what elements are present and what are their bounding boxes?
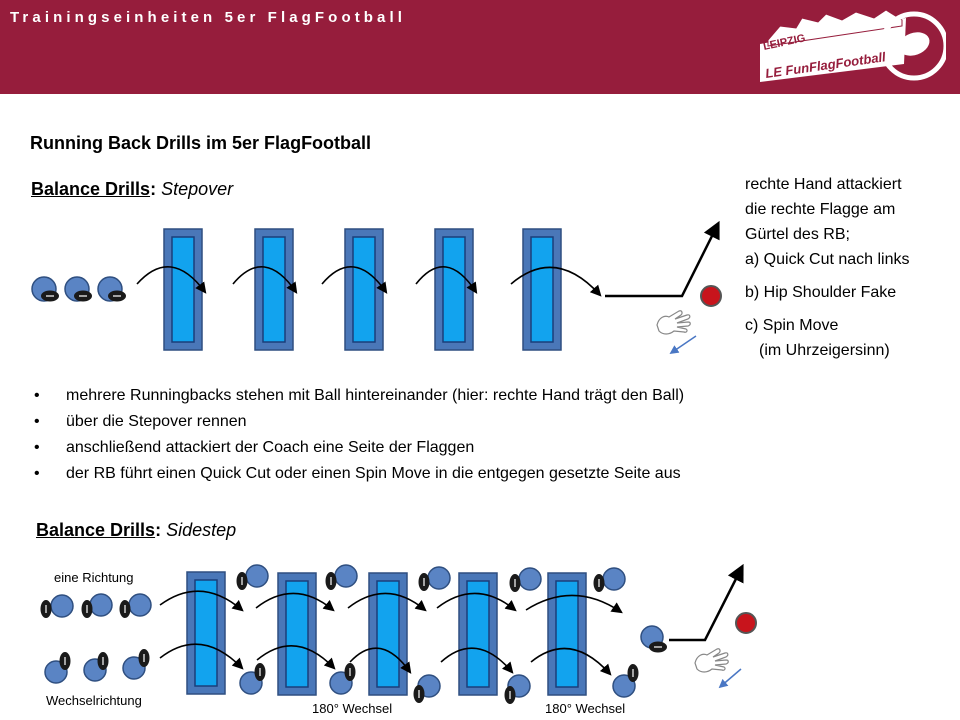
path-arrow (510, 266, 602, 297)
stepover-pad-inner (262, 236, 286, 343)
path-arrow (255, 592, 335, 612)
stepover-heading-colon: : (150, 179, 157, 199)
path-arrow (436, 592, 517, 612)
desc-line: rechte Hand attackiert (745, 176, 902, 193)
header-title: Trainingseinheiten 5er FlagFootball (10, 9, 407, 26)
slide-title: Running Back Drills im 5er FlagFootball (30, 133, 372, 153)
path-arrow (159, 590, 244, 612)
coach-flag-marker (700, 285, 722, 307)
stepover-pad-inner (171, 236, 195, 343)
player-marker (518, 567, 542, 591)
stepover-pad-inner (442, 236, 466, 343)
path-arrow (256, 645, 336, 670)
bullet-item: mehrere Runningbacks stehen mit Ball hin… (34, 383, 684, 409)
bullet-list: mehrere Runningbacks stehen mit Ball hin… (34, 383, 684, 487)
sidestep-heading-italic: Sidestep (166, 520, 237, 540)
path-arrow (321, 266, 388, 294)
coach-hand-icon (694, 648, 729, 673)
hand-motion-arrow (669, 335, 697, 355)
stepover-pad-inner (555, 580, 579, 688)
path-arrow (525, 594, 623, 614)
coach-hand-icon (656, 310, 691, 335)
stepover-pad-inner (285, 580, 309, 688)
path-arrow (415, 266, 478, 294)
player-marker (50, 594, 74, 618)
path-arrow (136, 266, 207, 294)
label-alternating: Wechselrichtung (46, 693, 142, 708)
path-arrow (347, 592, 427, 612)
cut-path-arrow (605, 220, 720, 298)
player-marker (128, 593, 152, 617)
player-marker (612, 674, 636, 698)
label-switch-1: 180° Wechsel (312, 701, 393, 716)
label-one-direction: eine Richtung (54, 570, 134, 585)
stepover-pad-inner (466, 580, 490, 688)
desc-line: Gürtel des RB; (745, 226, 850, 243)
sidestep-heading: Balance Drills: Sidestep (36, 520, 236, 541)
desc-line: a) Quick Cut nach links (745, 251, 910, 268)
bullet-item: anschließend attackiert der Coach eine S… (34, 435, 684, 461)
coach-flag-marker (735, 612, 757, 634)
path-arrow (349, 647, 412, 674)
stepover-heading-italic: Stepover (161, 179, 234, 199)
stepover-pad-inner (194, 579, 218, 687)
stepover-pad-inner (352, 236, 376, 343)
stepover-description: rechte Hand attackiert die rechte Flagge… (745, 172, 910, 363)
label-switch-2: 180° Wechsel (545, 701, 626, 716)
desc-line: die rechte Flagge am (745, 201, 896, 218)
desc-line: b) Hip Shoulder Fake (745, 284, 897, 301)
hand-motion-arrow (718, 668, 742, 689)
sidestep-heading-colon: : (155, 520, 162, 540)
player-marker (602, 567, 626, 591)
bullet-item: über die Stepover rennen (34, 409, 684, 435)
team-logo: LEIPZIG LE FunFlagFootball (760, 9, 946, 82)
sidestep-heading-bold: Balance Drills (36, 520, 156, 540)
cut-path-arrow (669, 563, 744, 642)
player-marker (89, 593, 113, 617)
stepover-heading: Balance Drills: Stepover (31, 179, 233, 200)
path-arrow (530, 647, 612, 676)
header-bar: Trainingseinheiten 5er FlagFootball LEIP… (0, 0, 960, 94)
stepover-pad-inner (530, 236, 554, 343)
player-marker (427, 566, 451, 590)
desc-line: c) Spin Move (745, 317, 839, 334)
stepover-pad-inner (376, 580, 400, 688)
player-marker (334, 564, 358, 588)
path-arrow (232, 266, 298, 294)
desc-line: (im Uhrzeigersinn) (759, 342, 890, 359)
bullet-item: der RB führt einen Quick Cut oder einen … (34, 461, 684, 487)
path-arrow (440, 647, 514, 674)
stepover-heading-bold: Balance Drills (31, 179, 151, 199)
player-marker (245, 564, 269, 588)
path-arrow (159, 643, 244, 670)
